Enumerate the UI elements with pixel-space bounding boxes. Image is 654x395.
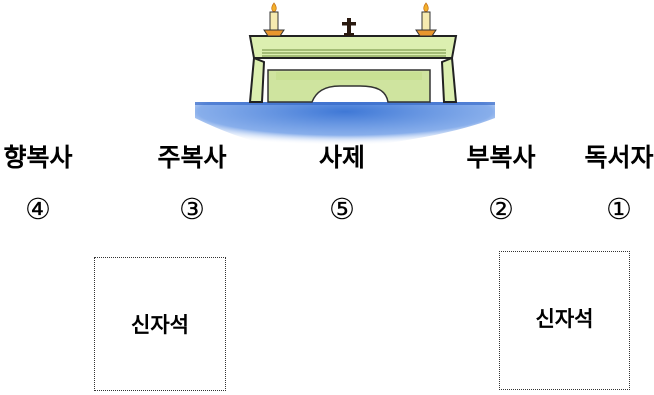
position-number: ③ (179, 192, 205, 226)
role-label-assistant-server: 부복사 (466, 143, 536, 172)
position-number: ⑤ (329, 192, 355, 226)
role-label-main-server: 주복사 (157, 143, 227, 172)
altar-icon (195, 2, 495, 150)
congregation-seating-left: 신자석 (94, 257, 226, 391)
role-label-lector: 독서자 (584, 143, 654, 172)
congregation-seating-right: 신자석 (499, 251, 630, 390)
cross-icon (342, 18, 356, 36)
role-label-censer-server: 향복사 (3, 143, 73, 172)
position-number: ④ (25, 192, 51, 226)
position-number: ② (488, 192, 514, 226)
role-label-priest: 사제 (318, 143, 365, 172)
candle-icon (263, 2, 285, 37)
candle-icon (415, 2, 437, 37)
position-number: ① (606, 192, 632, 226)
seat-label: 신자석 (535, 306, 594, 331)
seat-label: 신자석 (131, 313, 189, 337)
